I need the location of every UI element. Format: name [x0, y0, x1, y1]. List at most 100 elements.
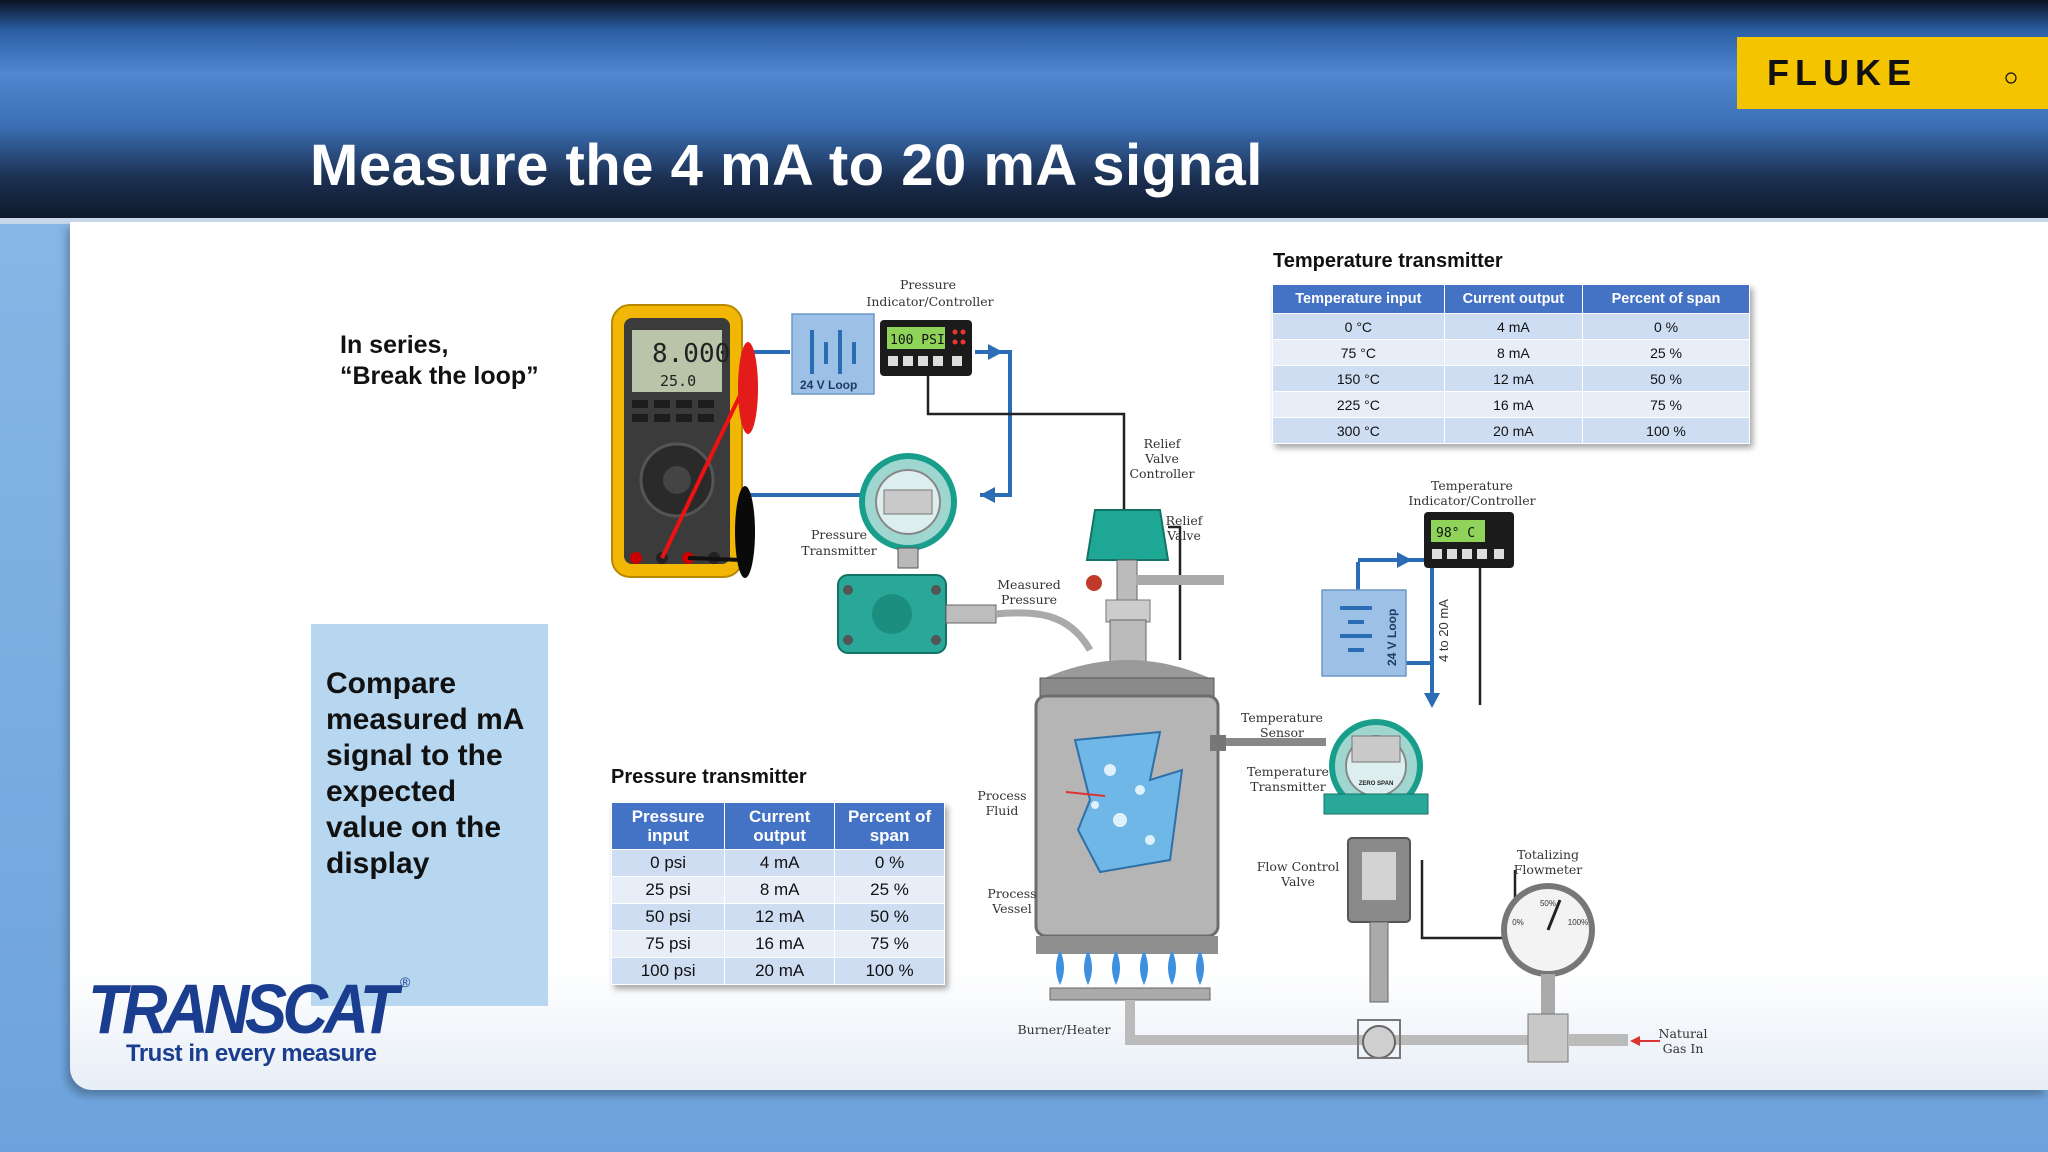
label-burner-heater: Burner/Heater: [1018, 1022, 1111, 1037]
label-totalizing-flowmeter: Flowmeter: [1514, 862, 1583, 877]
fluke-logo-text: FLUKE: [1767, 53, 1917, 93]
series-note: In series, “Break the loop”: [340, 330, 539, 392]
column-header: Percent of span: [1582, 284, 1750, 314]
meter-reading-main: 8.000: [652, 339, 730, 369]
label-pressure-transmitter: Pressure: [811, 527, 867, 542]
table-cell: 20 mA: [1443, 417, 1584, 444]
table-cell: 8 mA: [724, 876, 836, 904]
pressure-display-value: 100 PSI: [890, 333, 945, 348]
temperature-indicator-controller: 98° C: [1424, 512, 1514, 568]
process-vessel: [1034, 619, 1226, 954]
slide-title: Measure the 4 mA to 20 mA signal: [310, 133, 1263, 198]
temperature-table-title: Temperature transmitter: [1273, 250, 1503, 272]
pressure-transmitter-table: Pressure input Current output Percent of…: [610, 802, 945, 985]
table-cell: 100 psi: [610, 957, 726, 985]
label-temperature-sensor: Temperature: [1241, 710, 1323, 725]
table-cell: 50 psi: [610, 903, 726, 931]
table-cell: 75 %: [834, 930, 945, 958]
label-process-vessel: Process: [987, 886, 1036, 901]
column-header: Temperature input: [1272, 284, 1445, 314]
label-temperature-transmitter: Transmitter: [1250, 779, 1326, 794]
red-probe-lead: [660, 384, 747, 559]
table-cell: 20 mA: [724, 957, 836, 985]
table-header-row: Pressure input Current output Percent of…: [610, 802, 945, 850]
table-cell: 100 %: [834, 957, 945, 985]
table-cell: 0 %: [1582, 313, 1750, 340]
column-header: Current output: [724, 802, 836, 850]
label-relief-valve: Relief: [1166, 513, 1204, 528]
flowmeter-tick: 50%: [1540, 899, 1556, 908]
table-cell: 150 °C: [1272, 365, 1445, 392]
table-cell: 0 °C: [1272, 313, 1445, 340]
table-cell: 16 mA: [724, 930, 836, 958]
pressure-tube: [995, 609, 1094, 652]
loop-24v-label: 24 V Loop: [800, 378, 857, 392]
table-header-row: Temperature input Current output Percent…: [1272, 284, 1750, 314]
meter-reading-sub: 25.0: [660, 372, 696, 390]
header-band: [0, 0, 2048, 218]
label-pressure-indicator: Pressure: [900, 277, 956, 292]
label-relief-valve-controller: Valve: [1144, 451, 1179, 466]
temperature-display-value: 98° C: [1436, 526, 1475, 541]
table-cell: 16 mA: [1443, 391, 1584, 418]
fluke-multimeter: 8.000 25.0: [611, 304, 743, 578]
temperature-transmitter-table: Temperature input Current output Percent…: [1272, 284, 1750, 444]
black-probe-clip: [735, 486, 755, 578]
relief-valve: [1085, 509, 1224, 623]
transcat-tagline: Trust in every measure: [126, 1040, 377, 1067]
flow-control-valve: [1347, 837, 1411, 1059]
label-relief-valve: Valve: [1166, 528, 1201, 543]
label-process-fluid: Fluid: [986, 803, 1019, 818]
label-pressure-transmitter: Transmitter: [801, 543, 877, 558]
red-probe-clip: [738, 342, 758, 434]
flowmeter-tick: 100%: [1568, 918, 1588, 927]
arrow-icon: [1630, 1036, 1640, 1046]
table-cell: 4 mA: [1443, 313, 1584, 340]
table-cell: 50 %: [1582, 365, 1750, 392]
table-cell: 300 °C: [1272, 417, 1445, 444]
arrow-icon: [1397, 552, 1412, 568]
label-flow-control-valve: Valve: [1280, 874, 1315, 889]
power-supply-24v-pressure: 24 V Loop: [791, 313, 875, 395]
compare-callout-box: [311, 624, 548, 1006]
label-temperature-indicator: Temperature: [1431, 478, 1513, 493]
label-temperature-indicator: Indicator/Controller: [1408, 493, 1535, 508]
control-wire-relief-valve: [1168, 525, 1182, 660]
label-process-fluid: Process: [977, 788, 1026, 803]
table-cell: 75 °C: [1272, 339, 1445, 366]
table-cell: 100 %: [1582, 417, 1750, 444]
label-measured-pressure: Pressure: [1001, 592, 1057, 607]
control-wire-relief: [926, 376, 1126, 528]
table-cell: 75 psi: [610, 930, 726, 958]
column-header: Pressure input: [610, 802, 726, 850]
temperature-transmitter: ZERO SPAN: [1226, 719, 1429, 815]
label-temperature-transmitter: Temperature: [1247, 764, 1329, 779]
transcat-logo-wordmark: TRANSCAT: [88, 970, 398, 1048]
table-cell: 8 mA: [1443, 339, 1584, 366]
column-header: Current output: [1443, 284, 1584, 314]
burner-heater: [1049, 950, 1540, 1045]
series-note-line2: “Break the loop”: [340, 362, 539, 390]
arrow-icon: [988, 344, 1003, 360]
label-relief-valve-controller: Relief: [1144, 436, 1182, 451]
label-totalizing-flowmeter: Totalizing: [1517, 847, 1579, 862]
transcat-logo: TRANSCAT ® Trust in every measure: [88, 970, 428, 1067]
table-cell: 25 %: [834, 876, 945, 904]
label-natural-gas: Natural: [1659, 1026, 1708, 1041]
control-wire-flow: [1420, 860, 1517, 940]
table-cell: 0 %: [834, 849, 945, 877]
table-cell: 75 %: [1582, 391, 1750, 418]
table-cell: 225 °C: [1272, 391, 1445, 418]
table-cell: 50 %: [834, 903, 945, 931]
label-natural-gas: Gas In: [1663, 1041, 1704, 1056]
arrow-icon: [980, 487, 995, 503]
